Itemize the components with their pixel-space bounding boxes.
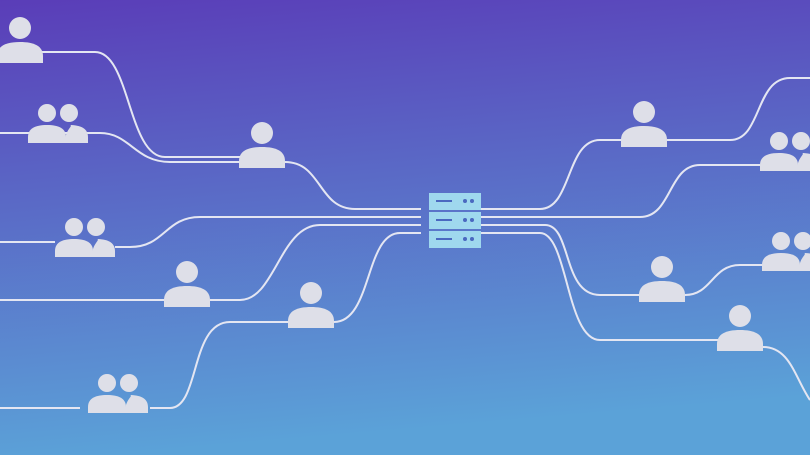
server-rack-icon — [429, 193, 481, 248]
connection-line — [684, 264, 765, 296]
connection-line — [481, 232, 718, 341]
connection-line — [333, 232, 421, 323]
connection-line — [40, 51, 240, 158]
connection-line — [481, 224, 640, 296]
connection-line — [667, 77, 810, 141]
connection-line — [0, 132, 240, 163]
connection-line — [481, 164, 760, 218]
connection-line — [762, 346, 810, 401]
connection-line — [481, 139, 622, 210]
connection-line — [284, 161, 421, 210]
connection-lines — [0, 51, 810, 409]
connection-line — [150, 321, 290, 409]
connection-line — [210, 224, 421, 301]
connection-line — [115, 216, 421, 248]
